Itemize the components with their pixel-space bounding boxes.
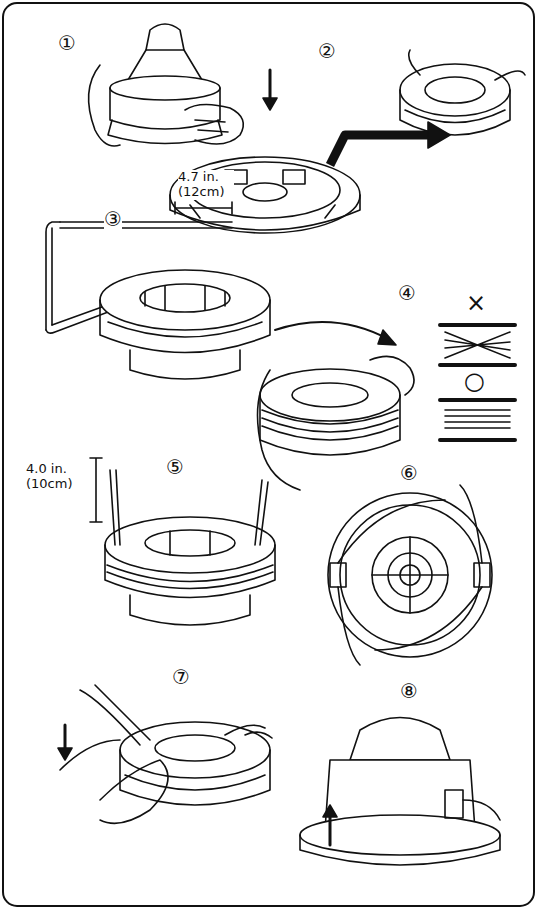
- callout-number: ①: [58, 32, 76, 55]
- step8-art: [300, 718, 500, 866]
- callout-number: ⑤: [166, 456, 184, 479]
- callout-number: ③: [104, 208, 122, 231]
- callout-number: ⑦: [172, 666, 190, 689]
- step4-art: [258, 322, 516, 490]
- callout-number: ⑧: [400, 680, 418, 703]
- step1-art: [89, 24, 277, 146]
- step7-art: [58, 685, 272, 823]
- callout-number: ⑥: [400, 462, 418, 485]
- callout-number: ②: [318, 40, 336, 63]
- dimension-label: 4.7 in. (12cm): [178, 170, 234, 200]
- correct-mark: ○: [464, 368, 485, 396]
- step3-art: [46, 202, 270, 379]
- step6-art: [328, 485, 492, 665]
- dimension-label: 4.0 in. (10cm): [26, 462, 82, 492]
- step2-art: [170, 50, 525, 233]
- callout-number: ④: [398, 282, 416, 305]
- step5-art: [90, 458, 275, 625]
- wrong-mark: ×: [466, 290, 486, 318]
